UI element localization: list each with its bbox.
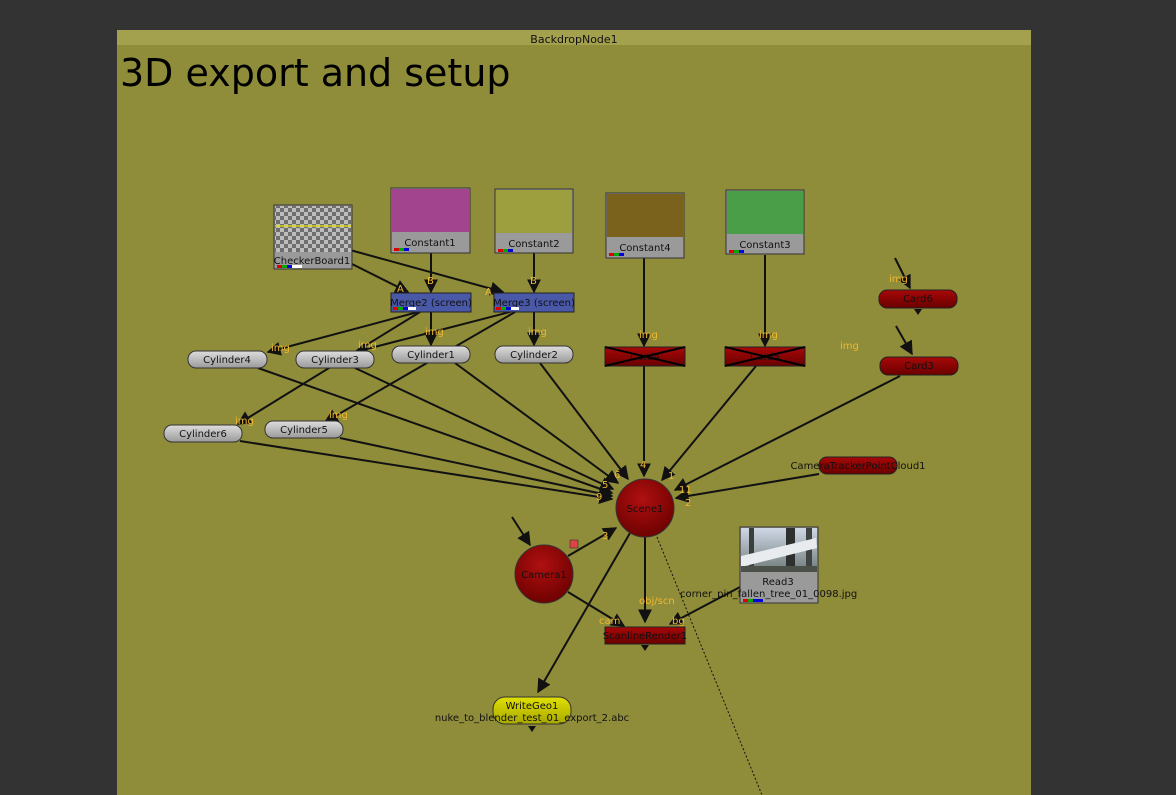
pin-label-a: A [397,284,404,295]
node-label: Read3 [762,577,794,588]
pin-label-img: img [528,327,547,338]
constant2-swatch [496,190,572,233]
node-label: Constant1 [404,238,455,249]
card3-node[interactable]: Card3 [879,356,959,376]
cylinder3-node[interactable]: Cylinder3 [295,350,375,369]
constant3-node[interactable]: Constant3 [725,189,805,255]
card-disabled-a-node[interactable]: Card4 [604,346,686,367]
node-label: Card6 [903,294,933,305]
node-label: Cylinder3 [311,355,359,366]
node-label: Constant3 [739,240,790,251]
camera1-node[interactable]: Camera1 [514,539,579,604]
merge2-node[interactable]: Merge2 (screen) [390,292,472,313]
constant4-node[interactable]: Constant4 [605,192,685,259]
pin-label-obj-scn: obj/scn [639,596,675,607]
node-label: Merge2 (screen) [390,298,472,309]
node-label: Cylinder1 [407,350,455,361]
constant1-node[interactable]: Constant1 [390,187,471,254]
card-disabled-b-node[interactable]: Card5 [724,346,806,367]
backdrop-node[interactable]: BackdropNode1 3D export and setup [117,30,1031,795]
merge3-node[interactable]: Merge3 (screen) [493,292,575,313]
constant3-swatch [727,191,803,234]
node-label: CameraTrackerPointCloud1 [790,461,925,472]
backdrop-body [117,30,1031,795]
node-label: Card3 [904,361,934,372]
node-label: Cylinder2 [510,350,558,361]
camera-indicator-icon [569,539,579,549]
pin-label-3: 3 [602,531,608,542]
pin-label-4: 4 [640,460,646,471]
node-label: Merge3 (screen) [493,298,575,309]
pin-label-img: img [425,327,444,338]
constant4-swatch [607,194,683,237]
pin-label-img: img [840,341,859,352]
pin-label-img: img [271,343,290,354]
pin-label-img: img [759,330,778,341]
node-label: Scene1 [627,504,664,515]
pin-label-2: 2 [685,498,691,509]
pin-label-img: img [358,340,377,351]
pin-label-5: 5 [602,480,608,491]
cylinder1-node[interactable]: Cylinder1 [391,345,471,364]
pin-label-a: A [485,287,492,298]
pin-label-img: img [329,410,348,421]
scanline-render-node[interactable]: ScanlineRender1 [603,626,687,651]
writegeo-node[interactable]: WriteGeo1 nuke_to_blender_test_01_export… [435,696,629,732]
read3-thumbnail [741,528,817,572]
edges [236,249,913,795]
cylinder4-node[interactable]: Cylinder4 [187,350,268,369]
pin-label-6: 6 [614,470,620,481]
pin-label-b: B [427,276,434,287]
pin-label-11: 11 [679,485,692,496]
node-label: Camera1 [521,570,567,581]
constant1-swatch [392,189,469,232]
checkerboard1-node[interactable]: CheckerBoard1 [273,204,353,270]
node-label: CheckerBoard1 [274,256,350,267]
pin-labels: A B A B img img img img img img img img … [235,274,908,627]
pin-label-img: img [235,416,254,427]
pin-label-9: 9 [596,492,602,503]
pin-label-img: img [639,330,658,341]
pin-label-b: B [530,276,537,287]
pin-label-img: img [889,274,908,285]
card6-node[interactable]: Card6 [878,289,958,315]
cylinder6-node[interactable]: Cylinder6 [163,424,243,443]
node-label: ScanlineRender1 [603,631,687,642]
writegeo-file-label: nuke_to_blender_test_01_export_2.abc [435,713,629,724]
node-label: Cylinder6 [179,429,227,440]
backdrop-title: 3D export and setup [120,51,511,95]
node-label: Cylinder4 [203,355,251,366]
read3-file-label: corner_pin_fallen_tree_01_0098.jpg [680,589,857,600]
backdrop-name: BackdropNode1 [530,33,617,46]
pin-label-bg: bg [672,616,685,627]
node-label: Constant2 [508,239,559,250]
pointcloud-node[interactable]: CameraTrackerPointCloud1 [790,456,926,475]
backdrop-header[interactable] [117,30,1031,45]
read3-node[interactable]: Read3 corner_pin_fallen_tree_01_0098.jpg [680,526,857,604]
constant2-node[interactable]: Constant2 [494,188,574,254]
node-label: Constant4 [619,243,670,254]
pin-label-1: 1 [668,471,674,482]
node-label: WriteGeo1 [506,701,559,712]
cylinder2-node[interactable]: Cylinder2 [494,345,574,364]
scene1-node[interactable]: Scene1 [615,478,675,538]
node-label: Cylinder5 [280,425,328,436]
cylinder5-node[interactable]: Cylinder5 [264,420,344,439]
pin-label-cam: cam [599,616,620,627]
